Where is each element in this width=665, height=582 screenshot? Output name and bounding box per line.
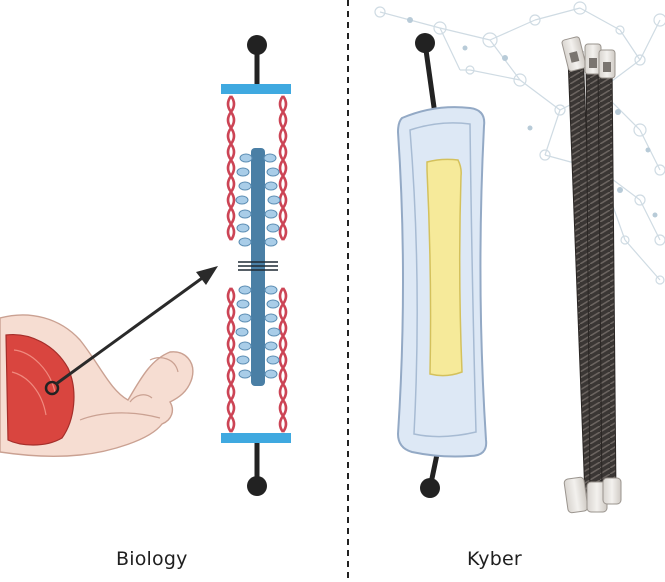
flexed-arm-illustration bbox=[0, 314, 194, 457]
actin-filaments bbox=[226, 95, 288, 433]
myosin-heads bbox=[235, 153, 281, 379]
z-disc-bottom bbox=[221, 433, 291, 443]
kyber-label: Kyber bbox=[467, 548, 522, 570]
z-disc-top bbox=[221, 84, 291, 94]
kyber-actuator bbox=[396, 33, 488, 498]
network-nodes-filled bbox=[407, 17, 658, 218]
muscle-marker bbox=[44, 380, 60, 396]
biology-label: Biology bbox=[116, 548, 188, 570]
sarcomere-diagram bbox=[221, 35, 291, 496]
zoom-arrow bbox=[55, 266, 218, 386]
myosin-filament bbox=[251, 148, 265, 386]
m-line bbox=[238, 261, 278, 271]
fiber-bundle-photo bbox=[561, 36, 622, 514]
